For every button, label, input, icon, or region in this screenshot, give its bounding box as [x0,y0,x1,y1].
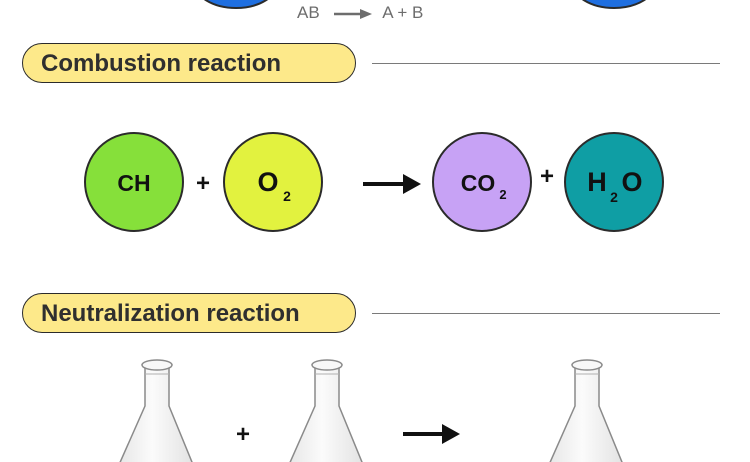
neutralization-section-header: Neutralization reaction [22,293,720,335]
svg-text:2: 2 [499,187,506,202]
svg-text:O: O [257,167,278,197]
oxygen-label: O [257,167,278,197]
decomposition-reactant-label: AB [297,3,320,22]
neutralization-title-pill: Neutralization reaction [22,293,356,333]
base-flask [289,359,363,462]
carbon-dioxide-subscript: 2 [499,187,506,202]
carbon-dioxide-molecule: CO 2 [432,132,532,232]
neutralization-divider [372,313,720,314]
water-molecule: H 2 O [564,132,664,232]
neutralization-plus-sign: + [236,421,250,448]
neutralization-arrow-icon [403,424,460,444]
decomposition-products-label: A + B [382,3,424,22]
combustion-title: Combustion reaction [41,50,282,77]
product-flask [549,359,623,462]
decomposition-remnant [203,0,647,9]
combustion-arrow-icon [363,174,421,194]
svg-text:O: O [621,167,642,197]
combustion-section-header: Combustion reaction [22,43,720,85]
water-label-o: O [621,167,642,197]
water-label-h: H [587,167,607,197]
svg-text:H: H [587,167,607,197]
svg-text:+: + [236,421,250,448]
acid-flask [119,359,193,462]
neutralization-equation: + [119,359,623,462]
combustion-plus-sign-1: + [196,170,210,197]
decomposition-equation: AB A + B [297,3,423,23]
decomposition-reactant-circle [203,0,269,9]
svg-text:CH: CH [117,170,150,196]
oxygen-subscript: 2 [283,188,291,204]
svg-text:2: 2 [610,189,618,205]
decomposition-product-circle [581,0,647,9]
combustion-plus-sign-2: + [540,163,554,190]
neutralization-title: Neutralization reaction [41,300,300,327]
water-subscript: 2 [610,189,618,205]
combustion-divider [372,63,720,64]
svg-text:+: + [196,170,210,197]
methane-label: CH [117,170,150,196]
oxygen-molecule: O 2 [223,132,323,232]
svg-text:CO: CO [461,170,496,196]
decomposition-arrow-icon [334,8,373,19]
svg-text:+: + [540,163,554,190]
combustion-title-pill: Combustion reaction [22,43,356,83]
methane-molecule: CH [84,132,184,232]
svg-text:2: 2 [283,188,291,204]
combustion-equation: CH + O 2 CO 2 [84,132,664,232]
carbon-dioxide-label: CO [461,170,496,196]
